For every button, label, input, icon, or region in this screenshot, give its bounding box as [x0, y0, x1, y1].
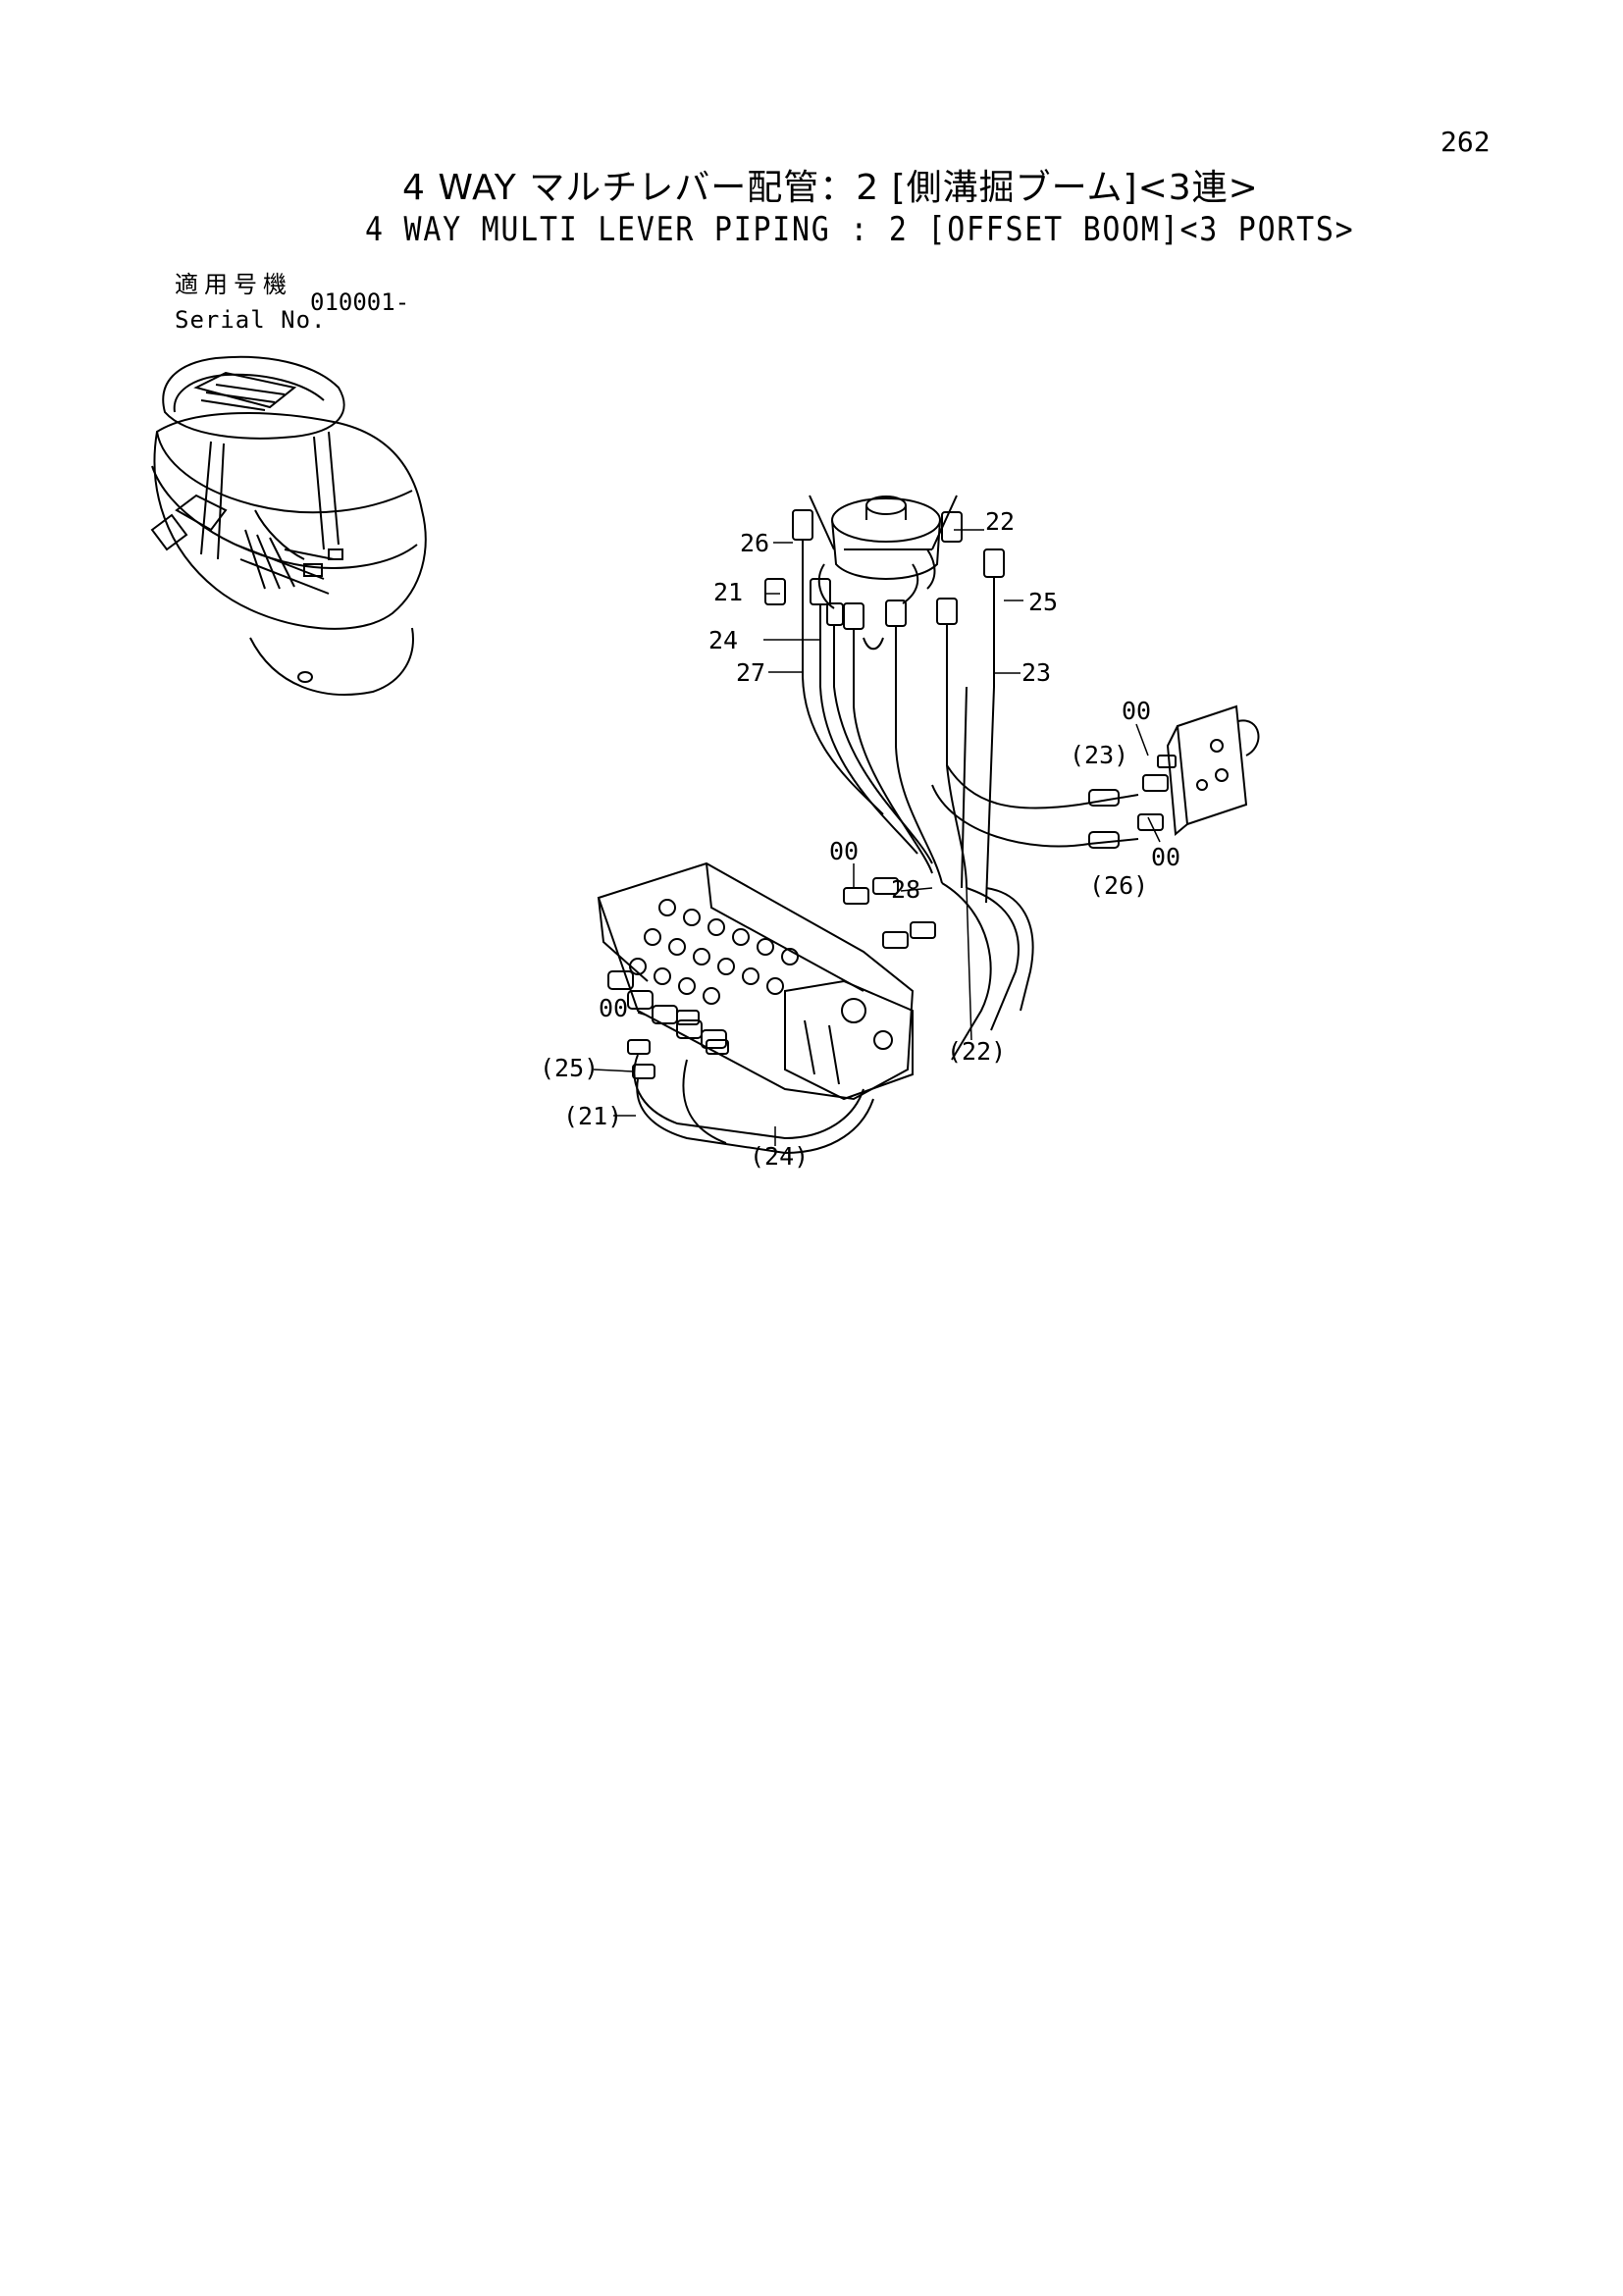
serial-label-english: Serial No.: [175, 306, 327, 334]
serial-number-value: 010001-: [310, 288, 410, 316]
callout-21-paren: (21): [563, 1102, 622, 1130]
callout-23: 23: [1021, 658, 1051, 687]
callout-00-center: 00: [829, 837, 859, 865]
callout-00-right-top: 00: [1122, 697, 1151, 725]
callout-26: 26: [740, 529, 769, 557]
callout-27: 27: [736, 658, 765, 687]
callout-25-paren: (25): [540, 1054, 599, 1082]
callout-28: 28: [891, 875, 920, 904]
callout-23-paren: (23): [1070, 741, 1128, 769]
callout-labels: 26 22 21 25 24 27 23 00 (23) 00 (26) 00 …: [540, 507, 1180, 1171]
callout-24-paren: (24): [750, 1142, 809, 1171]
callout-26-paren: (26): [1089, 871, 1148, 900]
leader-lines: [593, 529, 1161, 1146]
serial-label-japanese: 適用号機: [175, 271, 292, 298]
callout-00-left: 00: [599, 994, 628, 1022]
callout-21: 21: [713, 578, 743, 606]
callout-25: 25: [1028, 588, 1058, 616]
hydraulic-piping-illustration: [597, 495, 1260, 1155]
page-title-japanese: 4 WAY マルチレバー配管：2 [側溝掘ブーム]<3連>: [402, 168, 1259, 208]
machine-overview-illustration: [150, 355, 427, 696]
callout-24: 24: [708, 626, 738, 654]
callout-00-right-bottom: 00: [1151, 843, 1180, 871]
page-title-english: 4 WAY MULTI LEVER PIPING : 2 [OFFSET BOO…: [365, 210, 1355, 249]
callout-22: 22: [985, 507, 1015, 536]
page-number: 262: [1440, 126, 1491, 158]
callout-22-paren: (22): [947, 1037, 1006, 1066]
